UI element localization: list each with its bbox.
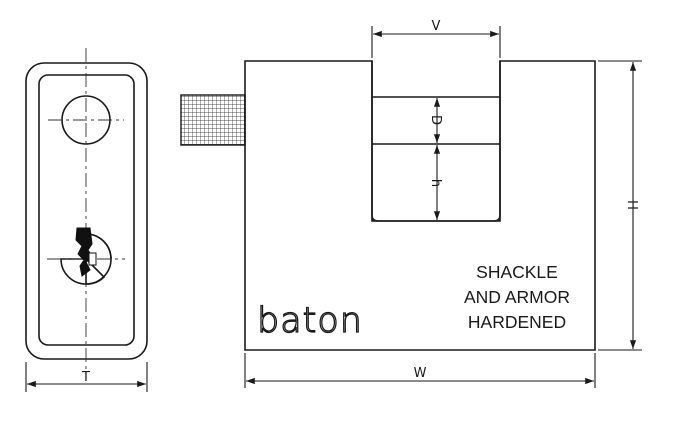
knurled-knob — [180, 94, 246, 146]
marking-line-3: HARDENED — [468, 312, 566, 332]
side-view-outer-outline — [25, 62, 148, 360]
side-view-inner-outline — [38, 74, 135, 346]
dimension-label-h: h — [428, 179, 443, 187]
dimension-label-d: D — [428, 115, 443, 125]
marking-line-1: SHACKLE — [476, 262, 558, 282]
side-view: T — [25, 48, 148, 392]
key-cylinder-icon — [47, 227, 125, 285]
dimension-label-v: V — [432, 19, 441, 34]
dimension-label-height: H — [624, 200, 639, 210]
dimension-label-t: T — [81, 370, 90, 385]
brand-logo: baton — [257, 301, 363, 341]
front-view: V D h H W baton SHACKLE AND ARMOR HARDEN… — [180, 19, 642, 388]
shackle-pocket — [371, 61, 501, 222]
dimension-label-width: W — [414, 366, 427, 381]
marking-line-2: AND ARMOR — [464, 287, 570, 307]
